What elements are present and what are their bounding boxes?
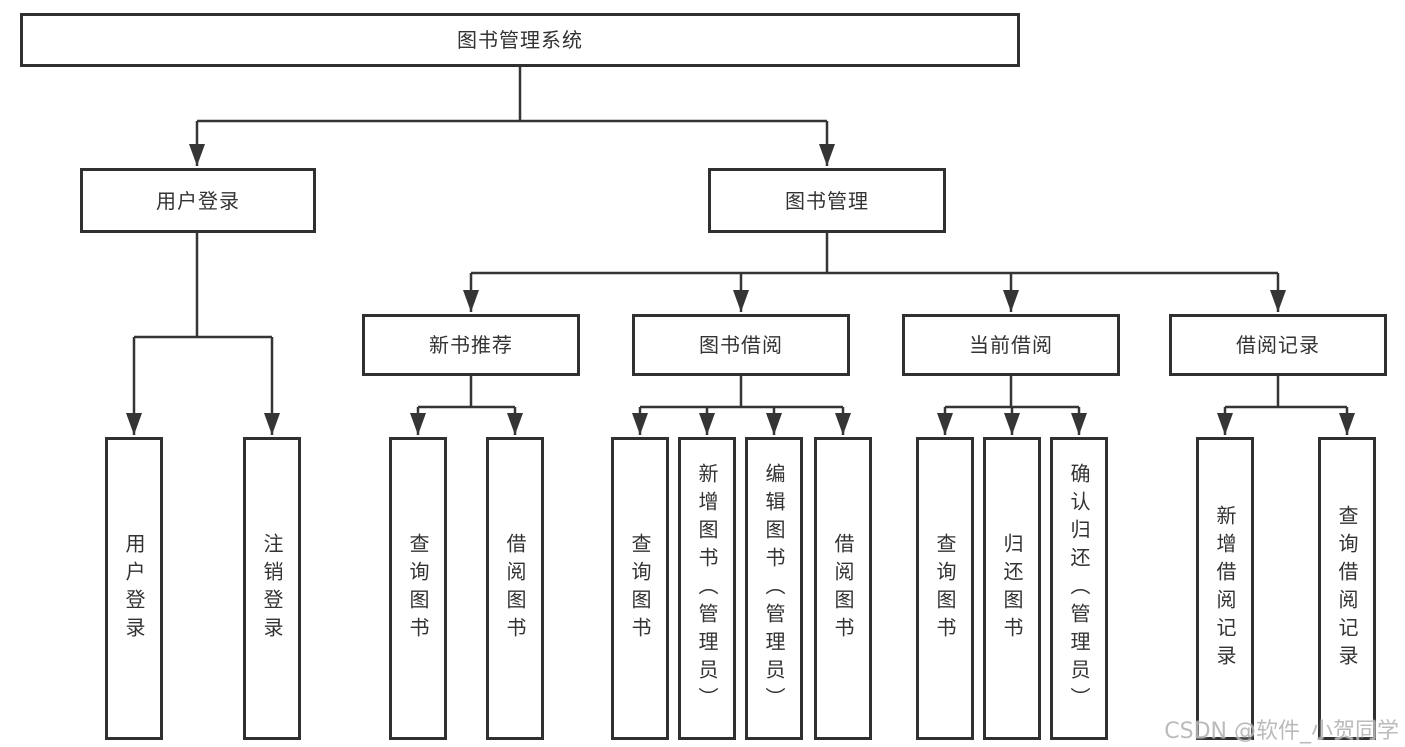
leaf-query-book-current: 查询图书 — [916, 437, 974, 740]
leaf-query-book-recommend: 查询图书 — [389, 437, 447, 740]
node-label: 新增借阅记录 — [1213, 504, 1237, 673]
node-label: 借阅记录 — [1236, 333, 1320, 357]
leaf-borrow-book-recommend: 借阅图书 — [486, 437, 544, 740]
node-root: 图书管理系统 — [20, 13, 1020, 67]
node-label: 查询图书 — [933, 532, 957, 645]
leaf-query-book-borrow: 查询图书 — [611, 437, 669, 740]
leaf-query-borrow-record: 查询借阅记录 — [1318, 437, 1376, 740]
node-user-login: 用户登录 — [80, 168, 316, 233]
node-label: 查询图书 — [628, 532, 652, 645]
leaf-edit-book-admin: 编辑图书（管理员） — [745, 437, 803, 740]
node-label: 新书推荐 — [429, 333, 513, 357]
leaf-return-book: 归还图书 — [983, 437, 1041, 740]
node-label: 借阅图书 — [831, 532, 855, 645]
node-book-borrow: 图书借阅 — [632, 314, 850, 376]
node-label: 新增图书（管理员） — [695, 462, 719, 715]
node-label: 当前借阅 — [969, 333, 1053, 357]
node-current-borrow: 当前借阅 — [902, 314, 1120, 376]
leaf-confirm-return-admin: 确认归还（管理员） — [1050, 437, 1108, 740]
node-label: 归还图书 — [1000, 532, 1024, 645]
leaf-borrow-book-borrow: 借阅图书 — [814, 437, 872, 740]
node-label: 图书管理 — [785, 188, 869, 213]
node-label: 查询图书 — [406, 532, 430, 645]
node-label: 借阅图书 — [503, 532, 527, 645]
node-label: 注销登录 — [260, 532, 284, 645]
leaf-add-borrow-record: 新增借阅记录 — [1196, 437, 1254, 740]
node-label: 查询借阅记录 — [1335, 504, 1359, 673]
node-label: 用户登录 — [122, 532, 146, 645]
node-label: 用户登录 — [156, 188, 240, 213]
leaf-add-book-admin: 新增图书（管理员） — [678, 437, 736, 740]
node-book-management: 图书管理 — [708, 168, 946, 233]
leaf-logout-login: 注销登录 — [243, 437, 301, 740]
node-label: 图书借阅 — [699, 333, 783, 357]
node-label: 图书管理系统 — [457, 28, 583, 52]
node-new-book-recommend: 新书推荐 — [362, 314, 580, 376]
leaf-user-login: 用户登录 — [105, 437, 163, 740]
node-label: 确认归还（管理员） — [1067, 462, 1091, 715]
node-borrow-record: 借阅记录 — [1169, 314, 1387, 376]
node-label: 编辑图书（管理员） — [762, 462, 786, 715]
